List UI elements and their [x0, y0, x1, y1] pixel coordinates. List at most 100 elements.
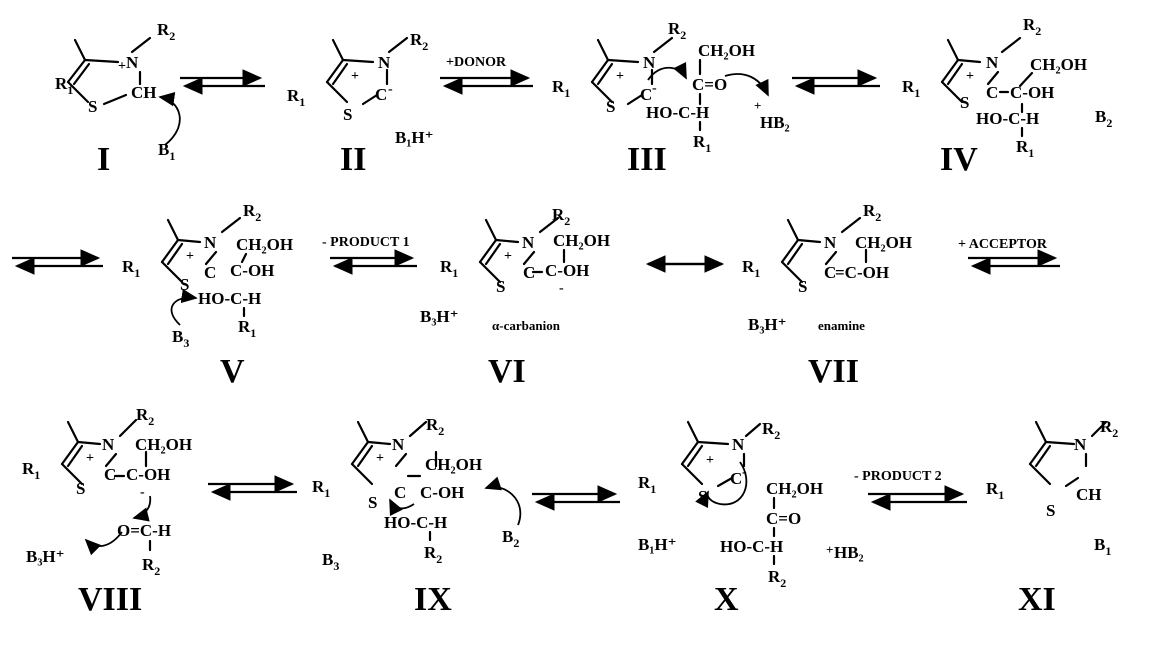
sulfur: S	[368, 493, 377, 512]
structure-label: I	[97, 141, 110, 178]
structure-vii: R1 R2 N S C CH₂OH =C-OH B₃H⁺ enamine VII	[742, 201, 912, 390]
ch2oh-group: CH₂OH	[855, 233, 912, 252]
structure-label: XI	[1018, 581, 1056, 618]
r2-group: R2	[762, 419, 780, 442]
product1-arrow: - PRODUCT 1	[322, 235, 417, 275]
protonated-base-b3: B₃H⁺	[26, 547, 65, 566]
sulfur: S	[343, 105, 352, 124]
protonated-base-b2: HB₂	[834, 543, 864, 562]
minus-charge: -	[140, 485, 145, 500]
base-b3: B3	[172, 327, 189, 350]
carbonyl-group: C=O	[692, 75, 727, 94]
plus-charge: +	[86, 451, 94, 466]
product2-label: - PRODUCT 2	[854, 469, 942, 484]
equilibrium-arrow	[180, 69, 265, 95]
r1-group: R1	[638, 473, 656, 496]
plus-charge: +	[118, 59, 126, 74]
r1-group-chain: R1	[693, 132, 711, 155]
product2-arrow: - PRODUCT 2	[854, 469, 967, 511]
sulfur: S	[1046, 501, 1055, 520]
ho-c-h-group: HO-C-H	[198, 289, 261, 308]
sulfur: S	[698, 487, 707, 506]
structure-label: II	[340, 141, 366, 178]
nitrogen: N	[522, 233, 535, 252]
r2-group: R2	[426, 415, 444, 438]
structure-iii: R1 R2 N + S C - CH₂OH C=O HO-C-H R1 + HB…	[552, 19, 790, 178]
r1-group-chain: R1	[1016, 137, 1034, 160]
nitrogen: N	[824, 233, 837, 252]
sulfur: S	[88, 97, 97, 116]
r2-group: R2	[863, 201, 881, 224]
r1-group: R1	[287, 86, 305, 109]
plus-charge: +	[186, 249, 194, 264]
base-b1: B1	[1094, 535, 1111, 558]
plus-charge: +	[376, 451, 384, 466]
structure-ii: R1 R2 N + S C - B₁H⁺ II	[287, 30, 434, 178]
c-oh-group: C-OH	[126, 465, 170, 484]
r1-group: R1	[55, 74, 73, 97]
ch2oh-group: CH₂OH	[698, 41, 755, 60]
structure-ix: R1 R2 N + S C CH₂OH C-OH HO-C-H R2 B2 B3…	[312, 415, 522, 618]
nitrogen: N	[986, 53, 999, 72]
r2-group: R2	[157, 20, 175, 43]
ho-c-h-group: HO-C-H	[646, 103, 709, 122]
r2-group: R2	[410, 30, 428, 53]
nitrogen: N	[102, 435, 115, 454]
r2-group: R2	[1023, 15, 1041, 38]
r1-group: R1	[22, 459, 40, 482]
base-b1: B1	[158, 140, 175, 163]
enamine-double-bond: =C-OH	[835, 263, 889, 282]
c2: C	[204, 263, 216, 282]
r1-group-chain: R1	[238, 317, 256, 340]
equilibrium-arrow	[792, 69, 880, 95]
c2-h: CH	[1076, 485, 1102, 504]
c-oh-group: C-OH	[1010, 83, 1054, 102]
r1-group: R1	[440, 257, 458, 280]
r2-group-chain: R2	[142, 555, 160, 578]
r1-group: R1	[902, 77, 920, 100]
carbanion-note: α-carbanion	[492, 318, 561, 333]
c2: C	[104, 465, 116, 484]
nitrogen: N	[378, 53, 391, 72]
c2-h: CH	[131, 83, 157, 102]
structure-label: IV	[940, 141, 978, 178]
structure-label: X	[714, 581, 739, 618]
structure-label: VI	[488, 353, 526, 390]
ch2oh-group: CH₂OH	[135, 435, 192, 454]
ch2oh-group: CH₂OH	[1030, 55, 1087, 74]
sulfur: S	[496, 277, 505, 296]
minus-charge: -	[559, 281, 564, 296]
ho-c-h-group: HO-C-H	[976, 109, 1039, 128]
r1-group: R1	[742, 257, 760, 280]
protonated-base-b2: HB₂	[760, 113, 790, 132]
minus-charge: -	[388, 82, 393, 97]
nitrogen: N	[392, 435, 405, 454]
plus-charge: +	[706, 453, 714, 468]
c-oh-group: C-OH	[545, 261, 589, 280]
nitrogen: N	[732, 435, 745, 454]
aldehyde-group: O=C-H	[117, 521, 171, 540]
carbanion-c2: C	[375, 85, 387, 104]
base-b2: B2	[502, 527, 519, 550]
acceptor-arrow: + ACCEPTOR	[958, 237, 1060, 275]
protonated-base: B₁H⁺	[395, 128, 434, 147]
r2-group: R2	[552, 205, 570, 228]
r2-group-chain: R2	[768, 567, 786, 590]
structure-xi: R1 R2 N S CH B1 XI	[986, 417, 1118, 618]
structure-label: IX	[414, 581, 452, 618]
plus-charge: +	[351, 69, 359, 84]
structure-label: VIII	[78, 581, 142, 618]
c-oh-group: C-OH	[420, 483, 464, 502]
equilibrium-arrow	[532, 485, 620, 511]
equilibrium-arrow	[12, 249, 103, 275]
protonated-base-b1: B₁H⁺	[638, 535, 677, 554]
product1-label: - PRODUCT 1	[322, 235, 410, 250]
sulfur: S	[960, 93, 969, 112]
protonated-base-b3: B₃H⁺	[748, 315, 787, 334]
hb2-plus: +	[754, 98, 761, 113]
ch2oh-group: CH₂OH	[766, 479, 823, 498]
r2-group: R2	[243, 201, 261, 224]
nitrogen: N	[204, 233, 217, 252]
ho-c-h-group: HO-C-H	[384, 513, 447, 532]
r1-group: R1	[312, 477, 330, 500]
